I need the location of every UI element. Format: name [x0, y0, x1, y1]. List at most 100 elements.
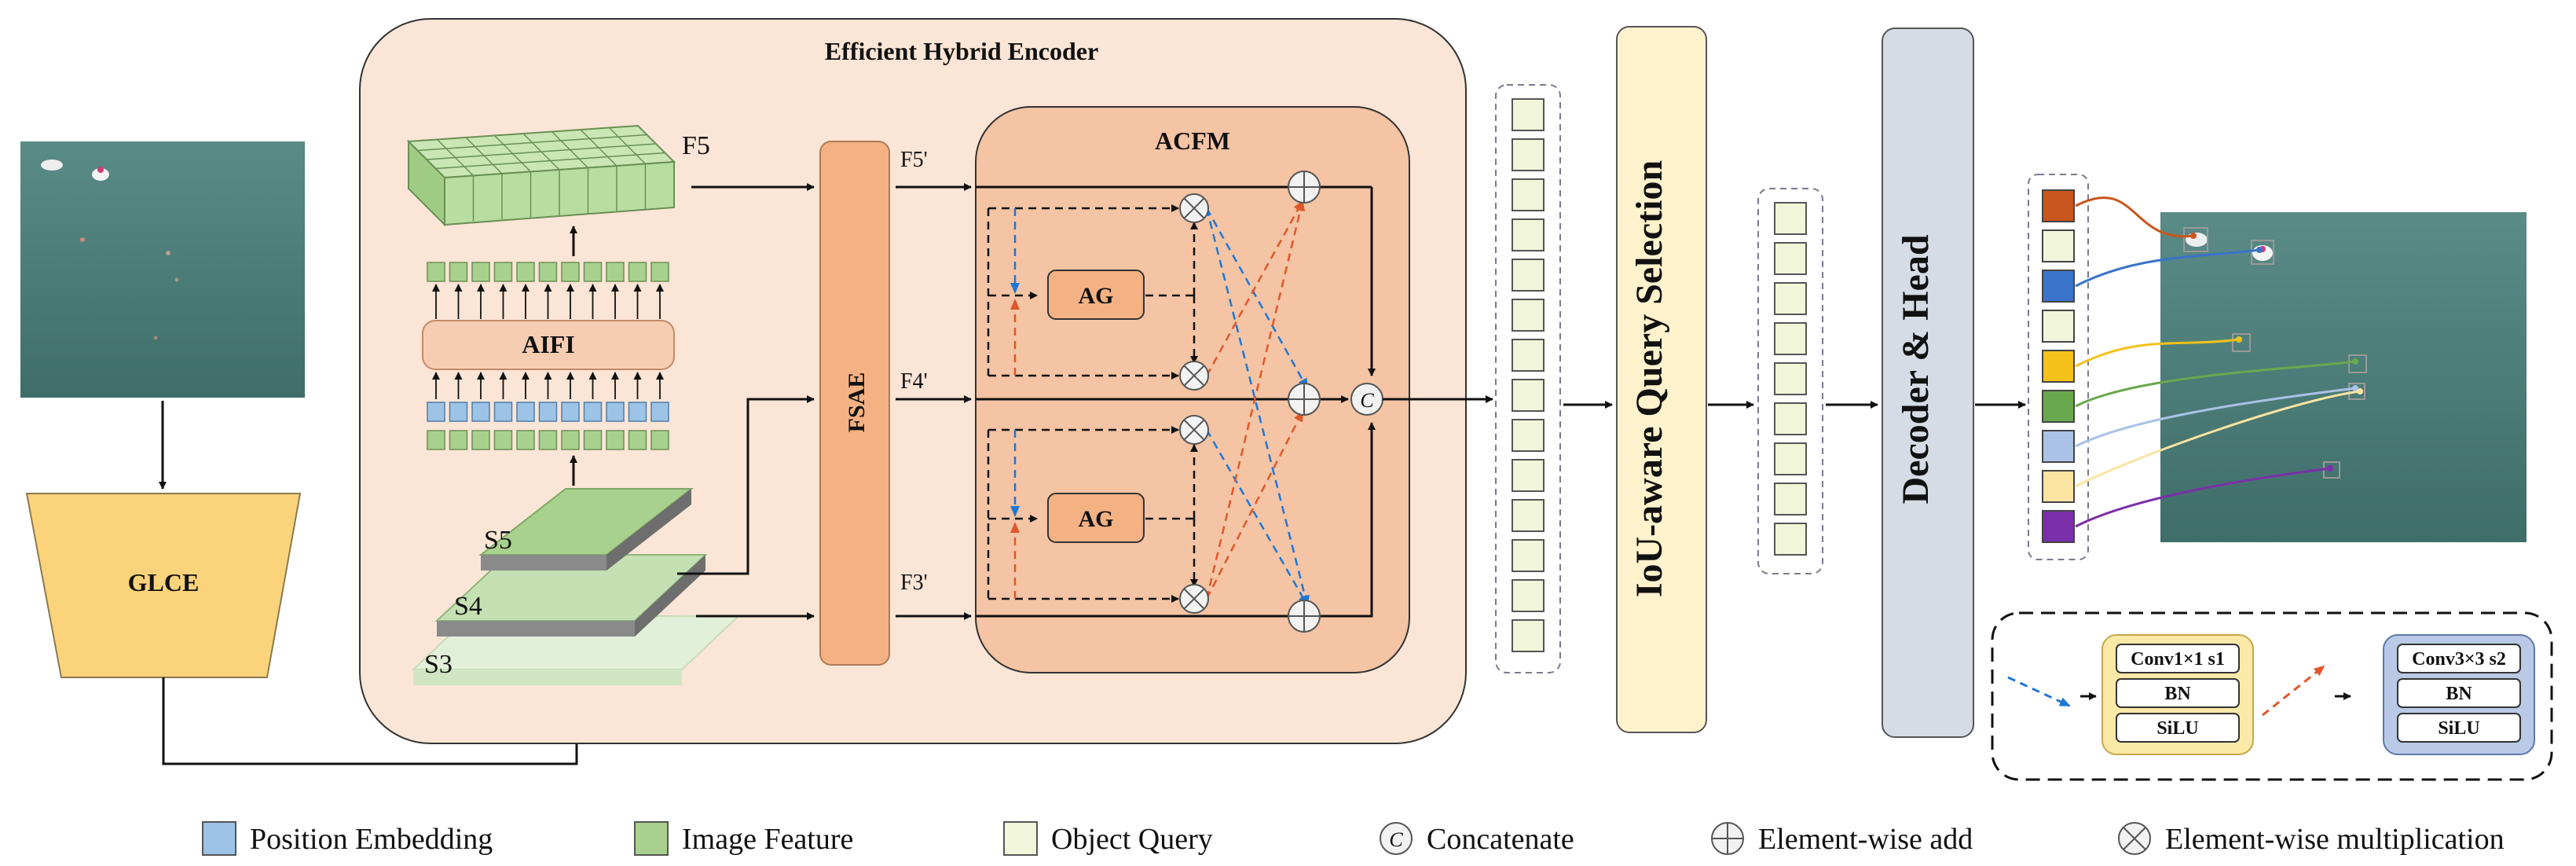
aifi-label: AIFI — [522, 330, 575, 358]
red-conv-arrows — [1010, 200, 1306, 600]
legend-swatch — [634, 821, 669, 856]
f5-label: F5 — [682, 131, 710, 160]
add-node — [1288, 383, 1321, 416]
output-query-cell — [2042, 470, 2075, 503]
image-feature-token — [628, 430, 647, 450]
legend-swatch — [202, 821, 236, 856]
object-query-cell — [1774, 402, 1807, 435]
query-selection-block — [1616, 26, 1707, 733]
conv-layer-label: SiLU — [2156, 718, 2198, 739]
image-feature-token — [516, 262, 535, 282]
s5-plate — [478, 488, 694, 571]
legend: Position Embedding Image Feature Object Qu… — [202, 821, 2505, 856]
image-feature-token — [427, 430, 445, 450]
image-feature-tokens — [427, 430, 669, 450]
object-query-cell — [1512, 299, 1545, 332]
output-query-cell — [2042, 350, 2075, 383]
position-embedding-token — [650, 402, 669, 422]
object-query-cell — [1512, 499, 1545, 532]
input-image — [20, 141, 305, 398]
image-feature-token — [427, 262, 445, 282]
acfm-dashed-lines — [987, 204, 1198, 603]
position-embedding-token — [471, 402, 490, 422]
s4-plate — [434, 554, 708, 637]
token-arrows — [432, 372, 664, 399]
query-link-curve — [2075, 248, 2260, 288]
object-query-cell — [1512, 98, 1545, 131]
query-to-box-curves — [2075, 196, 2363, 528]
legend-label: Element-wise add — [1758, 823, 1973, 856]
object-query-cell — [1774, 202, 1807, 235]
object-query-cell — [1512, 138, 1545, 171]
f4p-label: F4' — [900, 369, 928, 394]
s3-label: S3 — [424, 650, 453, 679]
output-query-cell — [2042, 189, 2075, 222]
ag-label: AG — [1079, 283, 1114, 309]
image-feature-token — [628, 262, 647, 282]
legend-swatch — [1003, 821, 1038, 856]
legend-item: Element-wise multiplication — [2118, 822, 2505, 856]
conv-layer-label: BN — [2446, 684, 2472, 704]
object-query-cell — [1512, 619, 1545, 652]
object-query-cell — [1774, 282, 1807, 315]
concat-node: C — [1350, 383, 1383, 416]
query-link-curve — [2075, 338, 2240, 368]
object-query-cell — [1512, 539, 1545, 572]
glce-label: GLCE — [128, 568, 200, 596]
query-selection-label: IoU-aware Query Selection — [1629, 160, 1670, 597]
object-query-cell — [1774, 483, 1807, 516]
legend-label: Element-wise multiplication — [2165, 823, 2505, 856]
image-feature-token — [471, 430, 490, 450]
query-link-curve — [2075, 360, 2356, 408]
output-query-cells — [2042, 189, 2075, 543]
ag-label: AG — [1079, 506, 1114, 532]
object-query-cell — [1774, 322, 1807, 355]
output-query-cell — [2042, 390, 2075, 423]
aifi-block — [422, 320, 675, 370]
legend-item: Position Embedding — [202, 821, 493, 856]
multiply-node — [1179, 193, 1209, 223]
conv-layer-label: Conv1×1 s1 — [2131, 649, 2225, 670]
position-embedding-token — [538, 402, 558, 422]
legend-item: Element-wise add — [1711, 822, 1973, 856]
image-feature-token — [493, 430, 513, 450]
image-feature-token — [606, 262, 625, 282]
position-embedding-token — [516, 402, 535, 422]
output-image — [2160, 212, 2527, 542]
object-query-cell — [1512, 339, 1545, 372]
image-feature-token — [606, 430, 625, 450]
boat-icon — [41, 160, 179, 340]
object-query-cell — [1774, 523, 1807, 556]
image-feature-token — [561, 262, 580, 282]
glce-block: GLCE — [25, 493, 302, 678]
legend-item: Object Query — [1003, 821, 1213, 856]
position-embedding-token — [493, 402, 513, 422]
object-query-cell — [1774, 442, 1807, 475]
object-query-cells — [1512, 98, 1545, 652]
conv-layer-label: Conv3×3 s2 — [2412, 649, 2506, 670]
position-embedding-token — [449, 402, 468, 422]
concat-symbol: C — [1360, 389, 1374, 412]
image-feature-tokens — [427, 262, 669, 282]
s4-to-fsae-arrow — [677, 395, 815, 575]
output-query-cell — [2042, 310, 2075, 343]
legend-label: Image Feature — [682, 823, 853, 856]
query-link-curve — [2075, 467, 2331, 528]
object-query-cell — [1774, 242, 1807, 275]
image-feature-token — [650, 262, 669, 282]
output-query-cell — [2042, 270, 2075, 303]
query-link-curve — [2075, 387, 2356, 448]
object-query-cell — [1512, 178, 1545, 211]
object-query-cell — [1512, 259, 1545, 292]
image-feature-token — [538, 430, 558, 450]
image-feature-token — [449, 262, 468, 282]
position-embedding-token — [606, 402, 625, 422]
image-feature-token — [650, 430, 669, 450]
multiply-node — [1179, 361, 1209, 391]
position-embedding-token — [628, 402, 647, 422]
object-query-cell — [1512, 379, 1545, 412]
image-feature-token — [538, 262, 558, 282]
position-embedding-token — [561, 402, 580, 422]
